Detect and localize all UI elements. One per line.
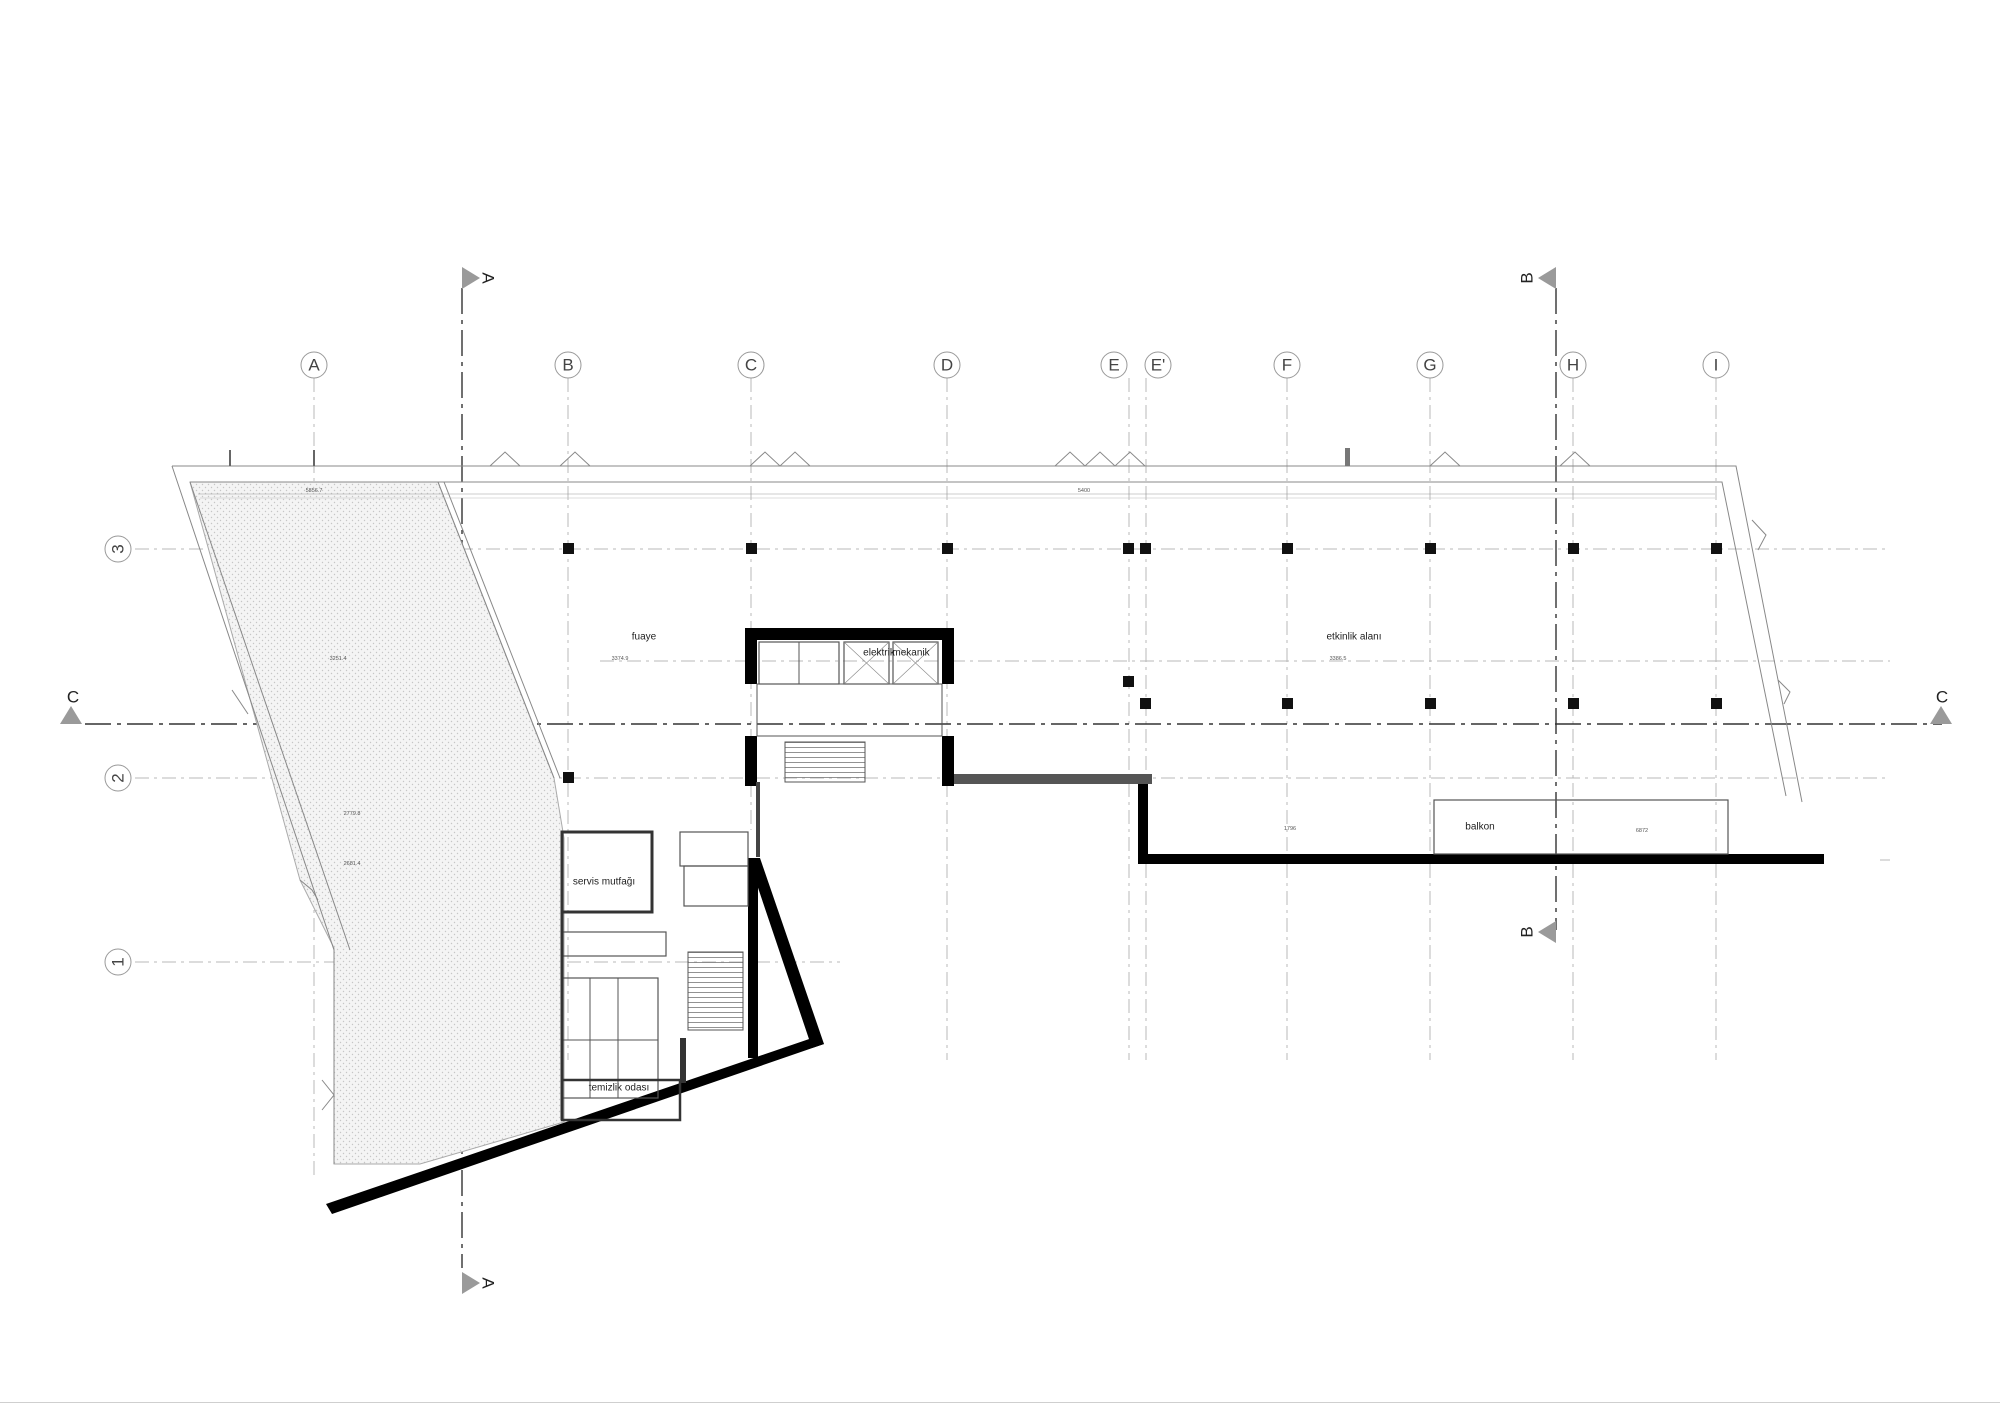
grid-bubble-d: D (933, 351, 961, 379)
svg-text:A: A (308, 356, 320, 375)
room-etkinlik-alani: etkinlik alanı (1326, 632, 1381, 643)
dimensions: 5856.7 5400 3251.4 3374.9 3386.5 2779.8 … (306, 488, 1649, 867)
structural-walls (326, 628, 1824, 1214)
svg-text:E: E (1108, 356, 1119, 375)
svg-text:E': E' (1151, 356, 1166, 375)
grid-bubble-1: 1 (104, 948, 132, 976)
grid-bubble-g: G (1416, 351, 1444, 379)
dim-lower: 2681.4 (344, 861, 361, 867)
service-block (560, 830, 749, 1122)
svg-text:D: D (941, 356, 953, 375)
grid-bubble-b: B (554, 351, 582, 379)
section-marker-b-top: B (1518, 267, 1556, 289)
dim-top-left: 5856.7 (306, 488, 323, 494)
svg-text:H: H (1567, 356, 1579, 375)
svg-text:B: B (562, 356, 573, 375)
column-bubbles: A B C D E E' F G H I (300, 351, 1730, 379)
grid-bubble-a: A (300, 351, 328, 379)
room-mekanik: mekanik (892, 648, 930, 659)
grid-bubble-2: 2 (104, 764, 132, 792)
section-markers: A A B B C C (60, 267, 1952, 1294)
svg-text:C: C (745, 356, 757, 375)
grid-bubble-e-prime: E' (1144, 351, 1172, 379)
svg-text:B: B (1518, 272, 1537, 283)
room-labels: fuaye etkinlik alanı elektrik mekanik se… (573, 632, 1495, 1094)
svg-text:I: I (1714, 356, 1719, 375)
svg-text:A: A (479, 272, 498, 284)
room-elektrik: elektrik (863, 648, 896, 659)
svg-text:C: C (67, 688, 79, 707)
service-stair (687, 951, 744, 1031)
core-stair (784, 741, 866, 783)
grid-bubble-c: C (737, 351, 765, 379)
columns (563, 543, 1722, 783)
section-marker-b-bottom: B (1518, 921, 1556, 943)
row-bubbles: 3 2 1 (104, 535, 132, 976)
room-temizlik-odasi: temizlik odası (589, 1083, 650, 1094)
room-fuaye: fuaye (632, 632, 657, 643)
section-marker-c-left: C (60, 688, 82, 724)
building-outline (171, 448, 1803, 1164)
grid-bubble-3: 3 (104, 535, 132, 563)
room-balkon: balkon (1465, 822, 1494, 833)
core-rooms (758, 641, 939, 783)
svg-text:C: C (1936, 688, 1948, 707)
grid-bubble-i: I (1702, 351, 1730, 379)
dim-balcony-b: 6872 (1636, 828, 1648, 834)
svg-text:1: 1 (109, 957, 128, 966)
dim-foyer: 3374.9 (612, 656, 629, 662)
dim-balcony-a: 1796 (1284, 826, 1296, 832)
grid-bubble-e: E (1100, 351, 1128, 379)
room-servis-mutfagi: servis mutfağı (573, 877, 635, 888)
dim-ramp: 2779.8 (344, 811, 361, 817)
svg-text:2: 2 (109, 773, 128, 782)
grid-bubble-f: F (1273, 351, 1301, 379)
ramp-hall-floor (189, 481, 565, 1165)
svg-text:B: B (1518, 926, 1537, 937)
svg-text:F: F (1282, 356, 1292, 375)
grid-bubble-h: H (1559, 351, 1587, 379)
balcony (1433, 799, 1729, 855)
section-marker-a-bottom: A (462, 1272, 498, 1294)
section-marker-a-top: A (462, 267, 498, 289)
dim-top-right: 5400 (1078, 488, 1090, 494)
svg-text:A: A (479, 1277, 498, 1289)
svg-text:G: G (1423, 356, 1436, 375)
dim-left-hall: 3251.4 (330, 656, 347, 662)
dim-event: 3386.5 (1330, 656, 1347, 662)
sheet-border (0, 1402, 2000, 1403)
svg-text:3: 3 (109, 544, 128, 553)
section-marker-c-right: C (1930, 688, 1952, 724)
